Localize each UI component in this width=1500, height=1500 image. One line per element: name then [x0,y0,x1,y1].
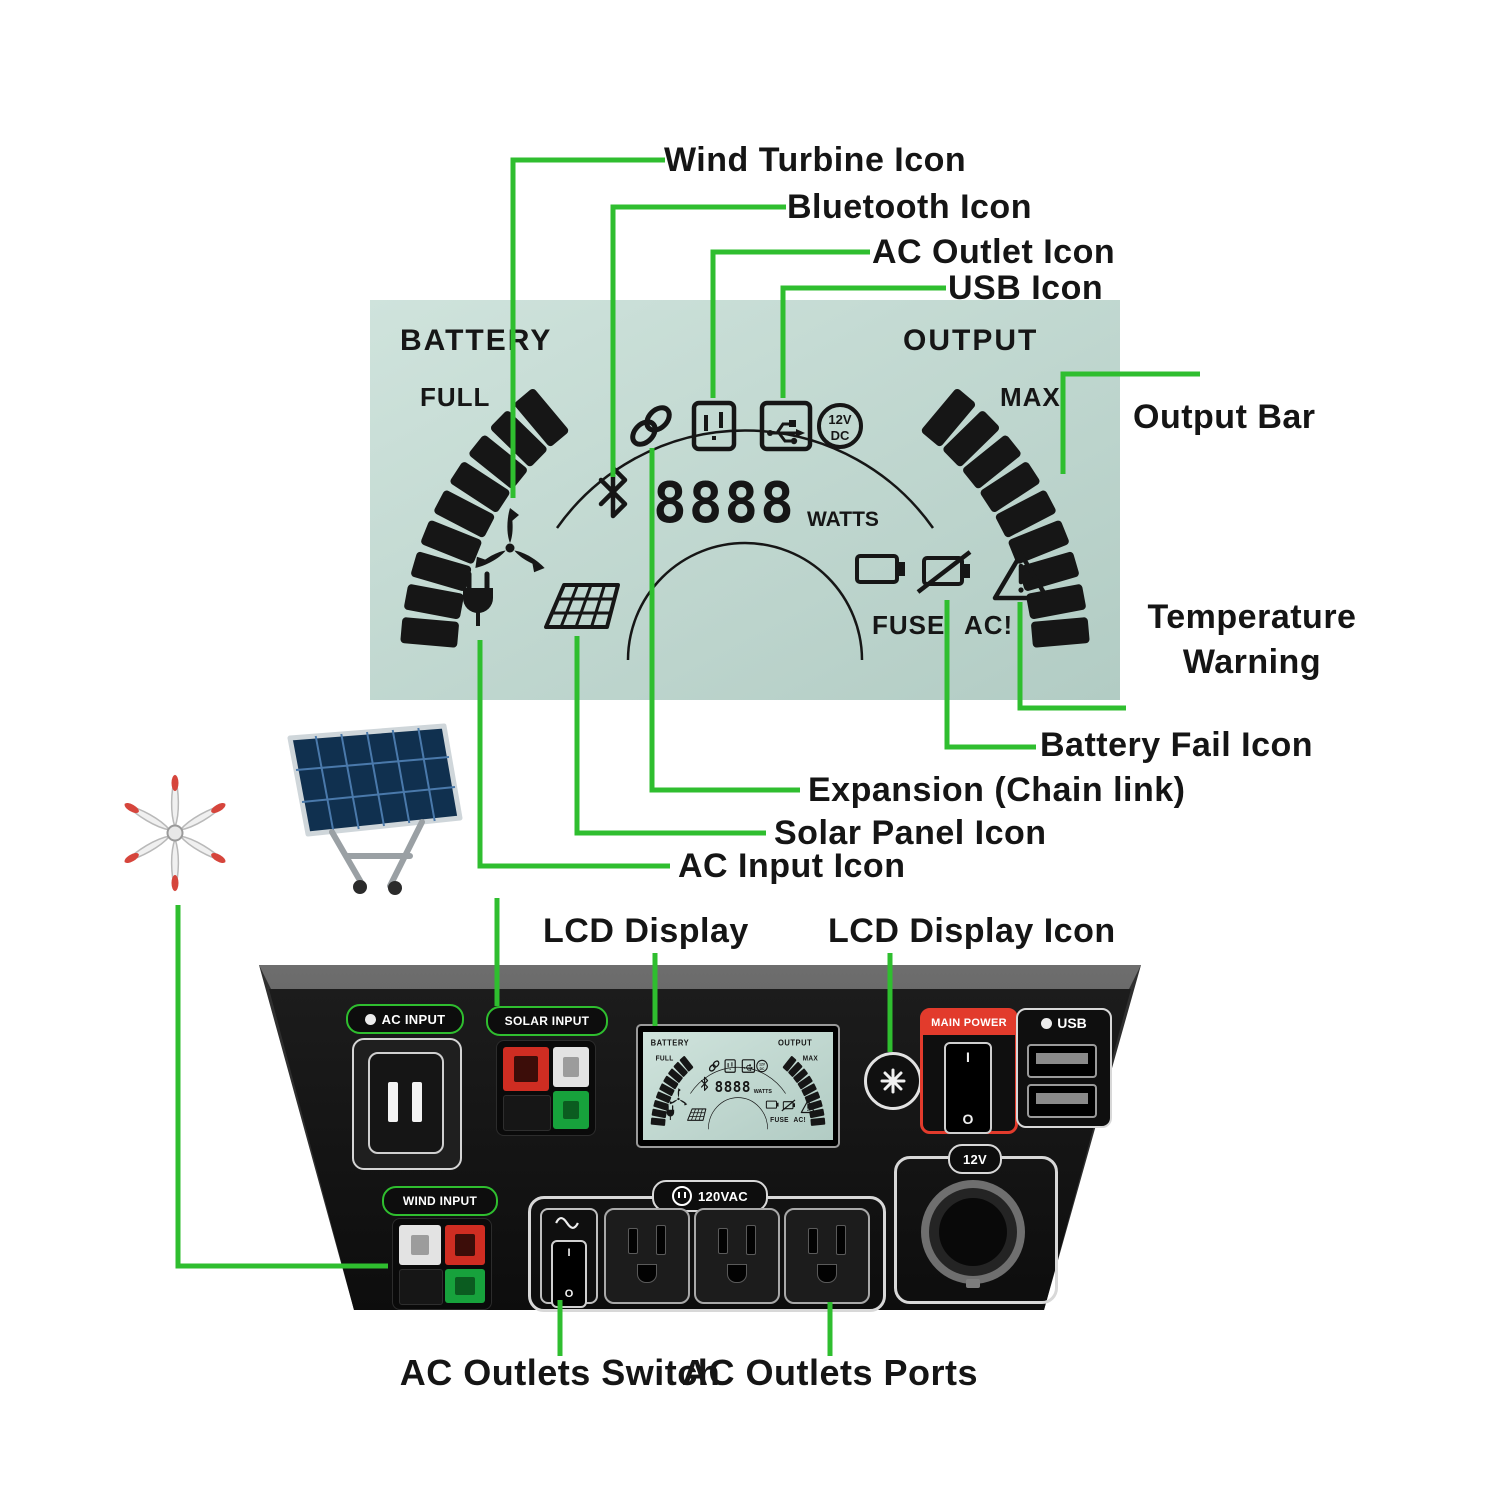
dc-12v-socket[interactable] [921,1180,1025,1288]
ac-input-slot-left [388,1082,398,1122]
callout-ac-outlet: AC Outlet Icon [872,233,1116,271]
wind-turbine-product-image [124,774,226,892]
callout-output-bar: Output Bar [1133,398,1316,436]
switch-on-mark: I [567,1247,571,1259]
ac-input-slot-right [412,1082,422,1122]
switch-on-mark: I [966,1049,970,1065]
solar-input-connector[interactable] [496,1040,596,1136]
plug-circle-icon [672,1186,692,1206]
dc-socket-ring [929,1188,1017,1276]
ac-outlet-port-2[interactable] [694,1208,780,1304]
vac-label: 120VAC [652,1180,768,1212]
usb-port-1[interactable] [1027,1044,1097,1078]
screw-icon [1041,1017,1053,1029]
callout-usb: USB Icon [948,269,1104,307]
usb-label-row: USB [1018,1015,1110,1031]
ac-input-socket[interactable] [352,1038,462,1170]
ac-outlet-port-3[interactable] [784,1208,870,1304]
callout-lcd-display: LCD Display [543,912,749,950]
callout-wind-turbine: Wind Turbine Icon [664,141,967,179]
callout-bluetooth: Bluetooth Icon [787,188,1032,226]
dc-socket-core [939,1198,1007,1266]
callout-solar-panel: Solar Panel Icon [774,814,1047,852]
lcd-screen-diagram [370,300,1120,700]
wind-input-port-label: WIND INPUT [382,1186,498,1216]
usb-port-2[interactable] [1027,1084,1097,1118]
solar-connector-red [503,1047,549,1091]
ac-outlet-port-1[interactable] [604,1208,690,1304]
callout-ac-outlets-ports: AC Outlets Ports [681,1352,979,1393]
solar-input-port-label: SOLAR INPUT [486,1006,608,1036]
solar-connector-green [553,1091,589,1129]
lcd-display-icon-button[interactable] [864,1052,922,1110]
screw-icon [364,1013,376,1025]
callout-temperature-line2: Warning [1182,643,1322,681]
solar-connector-blank [503,1095,551,1131]
usb-label-text: USB [1057,1015,1087,1031]
ac-input-socket-face [368,1052,444,1154]
callout-expansion: Expansion (Chain link) [808,771,1186,809]
wind-connector-blank [399,1269,443,1305]
callout-battery-fail: Battery Fail Icon [1040,726,1314,764]
switch-off-mark: O [564,1288,574,1300]
main-power-label: MAIN POWER [923,1011,1015,1035]
vac-label-text: 120VAC [698,1188,748,1204]
panel-top-bevel [259,965,1141,993]
dc-label-text: 12V [962,1151,988,1167]
wind-connector-white [399,1225,441,1265]
wind-connector-red [445,1225,485,1265]
ac-input-port-label-text: AC INPUT [381,1011,446,1027]
callout-temperature-line1: Temperature [1147,598,1357,636]
callout-ac-outlets-switch: AC Outlets Switch [399,1352,721,1393]
dc-label: 12V [948,1144,1002,1174]
callout-ac-input: AC Input Icon [678,847,906,885]
solar-connector-white [553,1047,589,1087]
lcd-display-panel-screen [643,1032,833,1140]
main-power-switch[interactable]: I O [944,1042,992,1134]
wind-input-connector[interactable] [392,1218,492,1310]
ac-input-port-label: AC INPUT [346,1004,464,1034]
solar-panel-product-image [287,723,463,895]
solar-input-port-label-text: SOLAR INPUT [504,1014,590,1028]
wind-connector-green [445,1269,485,1303]
callout-lcd-display-icon: LCD Display Icon [828,912,1116,950]
wind-input-port-label-text: WIND INPUT [402,1194,478,1208]
dc-socket-tab [966,1279,980,1288]
backlight-asterisk-icon [880,1068,906,1094]
lcd-display-panel [636,1024,840,1148]
ac-outlets-switch[interactable]: I O [551,1240,587,1308]
switch-off-mark: O [962,1111,974,1127]
sine-wave-icon [555,1217,579,1229]
